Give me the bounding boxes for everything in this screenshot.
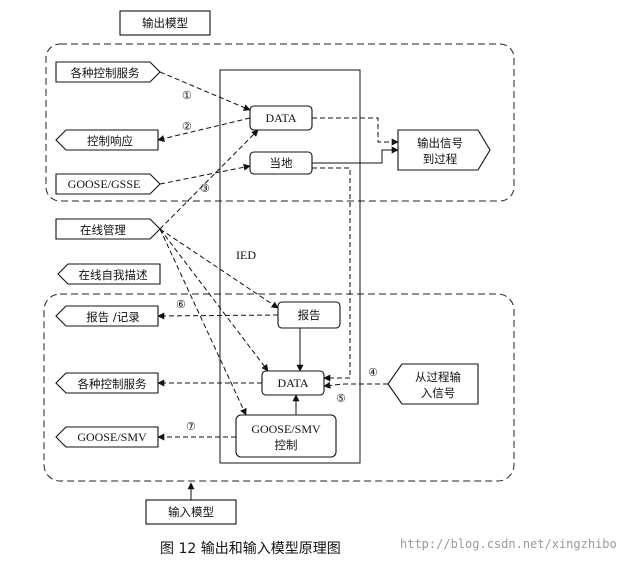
arrow-data-to-response [157,117,251,142]
report-label: 报告 [298,308,321,322]
arrow-mgmt-to-report [159,228,279,309]
marker-4: ④ [368,367,378,379]
ied-box [219,69,361,464]
goose-gsse-label: GOOSE/GSSE [68,177,141,191]
line-local-to-data-bottom [312,167,351,382]
ied-label: IED [236,248,256,262]
output-signal-block [397,129,491,171]
goose-smv-out-label: GOOSE/SMV [77,430,147,444]
line-local-to-output [312,146,399,164]
output-signal-label-2: 到过程 [423,152,458,166]
input-signal-label-1: 从过程输 [415,370,461,384]
figure-caption: 图 12 输出和输入模型原理图 [160,541,341,557]
goose-gsse-block [55,173,161,195]
marker-3: ③ [200,183,210,195]
input-signal-block [387,363,479,405]
marker-5: ⑤ [336,393,346,405]
marker-2: ② [182,121,192,133]
arrow-report-to-record [157,312,279,320]
input-signal-label-2: 入信号 [421,386,456,400]
output-signal-label-1: 输出信号 [417,136,463,150]
input-model-frame [43,293,515,482]
goose-smv-control-label-2: 控制 [275,438,298,452]
online-management-block [55,218,161,240]
marker-6: ⑥ [176,299,186,311]
out-control-services-block [55,61,161,83]
arrow-goose-to-local [159,163,251,185]
arrow-input-signal-to-data [323,381,388,389]
goose-smv-control-box [235,414,337,458]
online-self-description-block [57,263,161,285]
arrow-mgmt-to-data-bottom [159,228,269,372]
in-control-services-label: 各种控制服务 [78,377,147,391]
arrow-data-to-output-signal [312,117,399,146]
watermark: http://blog.csdn.net/xingzhibo [400,537,617,551]
output-model-box [119,10,211,36]
marker-7: ⑦ [186,421,196,433]
output-model-frame [45,43,515,202]
arrow-mgmt-to-goose-ctrl [159,228,247,416]
out-control-services-label: 各种控制服务 [71,66,140,80]
online-self-description-label: 在线自我描述 [79,268,148,282]
marker-1: ① [182,90,192,102]
arrow-services-to-data [159,71,251,111]
data-bottom-label: DATA [277,376,308,390]
goose-smv-control-label-1: GOOSE/SMV [251,422,321,436]
output-model-label: 输出模型 [142,16,188,30]
report-record-label: 报告 /记录 [86,310,140,324]
control-response-label: 控制响应 [87,134,133,148]
arrow-mgmt-to-data-top [159,129,259,230]
input-model-label: 输入模型 [168,505,214,519]
local-label: 当地 [270,156,293,170]
data-top-label: DATA [265,111,296,125]
online-management-label: 在线管理 [80,223,126,237]
